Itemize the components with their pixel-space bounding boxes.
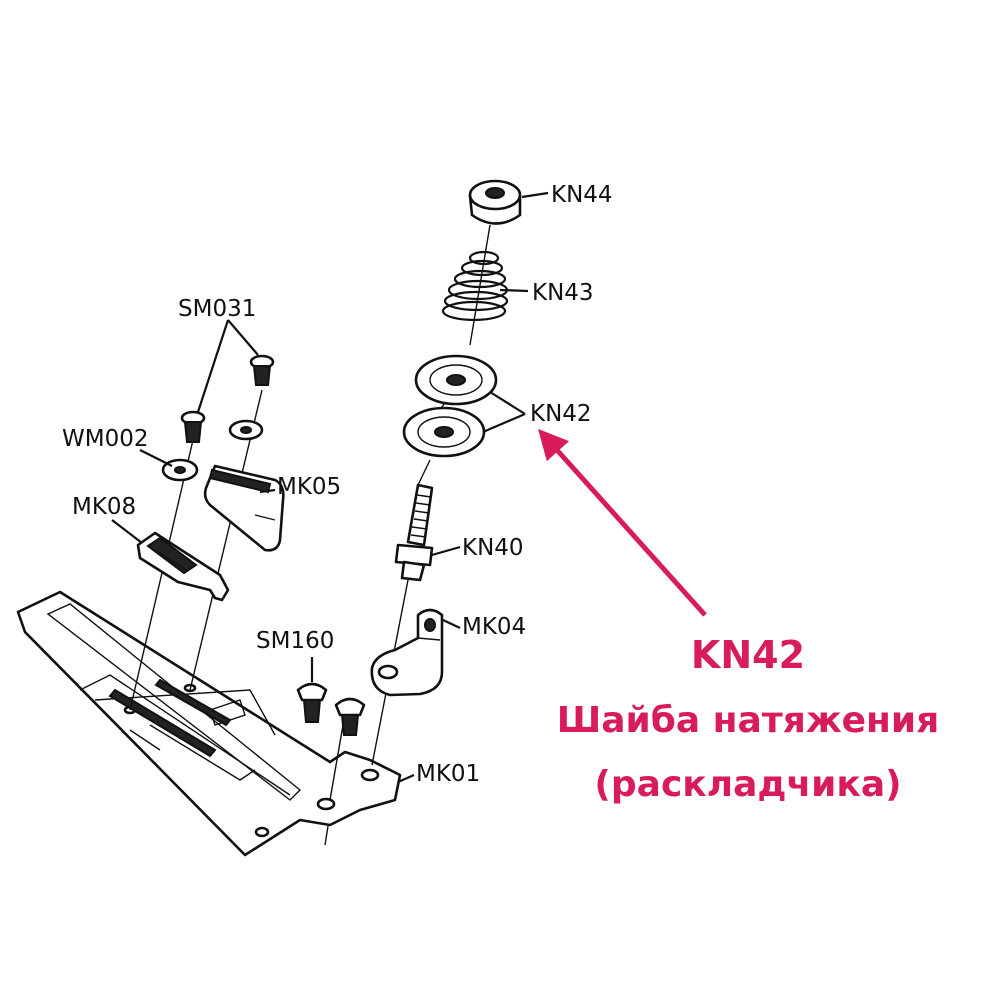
label-mk04: MK04 (462, 614, 526, 640)
label-kn40: KN40 (462, 535, 524, 561)
sm031-screw-left (180, 410, 206, 443)
label-kn44: KN44 (551, 182, 613, 208)
label-wm002: WM002 (62, 426, 149, 452)
kn42-washer-lower (402, 406, 486, 458)
label-sm160: SM160 (256, 628, 334, 654)
sm160-screw-right (334, 697, 366, 736)
highlight-arrow (537, 428, 707, 617)
callout-code: KN42 (691, 633, 805, 677)
sm031-screw-right (249, 354, 275, 386)
kn40-threaded-stud (394, 483, 434, 582)
callout-title: Шайба натяжения (557, 700, 940, 741)
label-mk01: MK01 (416, 761, 480, 787)
mk08-clip (136, 531, 230, 602)
callout-subtitle: (раскладчика) (594, 764, 901, 805)
mk04-bracket (370, 608, 444, 697)
label-kn43: KN43 (532, 280, 594, 306)
leader-lines (111, 191, 549, 784)
label-mk08: MK08 (72, 494, 136, 520)
label-sm031: SM031 (178, 296, 256, 322)
kn43-spring (441, 250, 509, 322)
mk05-plate (203, 464, 285, 552)
mk01-base-plate (16, 590, 402, 857)
sm160-screw-left (296, 682, 328, 723)
washer-right (228, 419, 264, 441)
kn44-cap (468, 179, 522, 225)
label-mk05: MK05 (277, 474, 341, 500)
kn42-washer-upper (414, 354, 498, 406)
label-kn42: KN42 (530, 401, 592, 427)
